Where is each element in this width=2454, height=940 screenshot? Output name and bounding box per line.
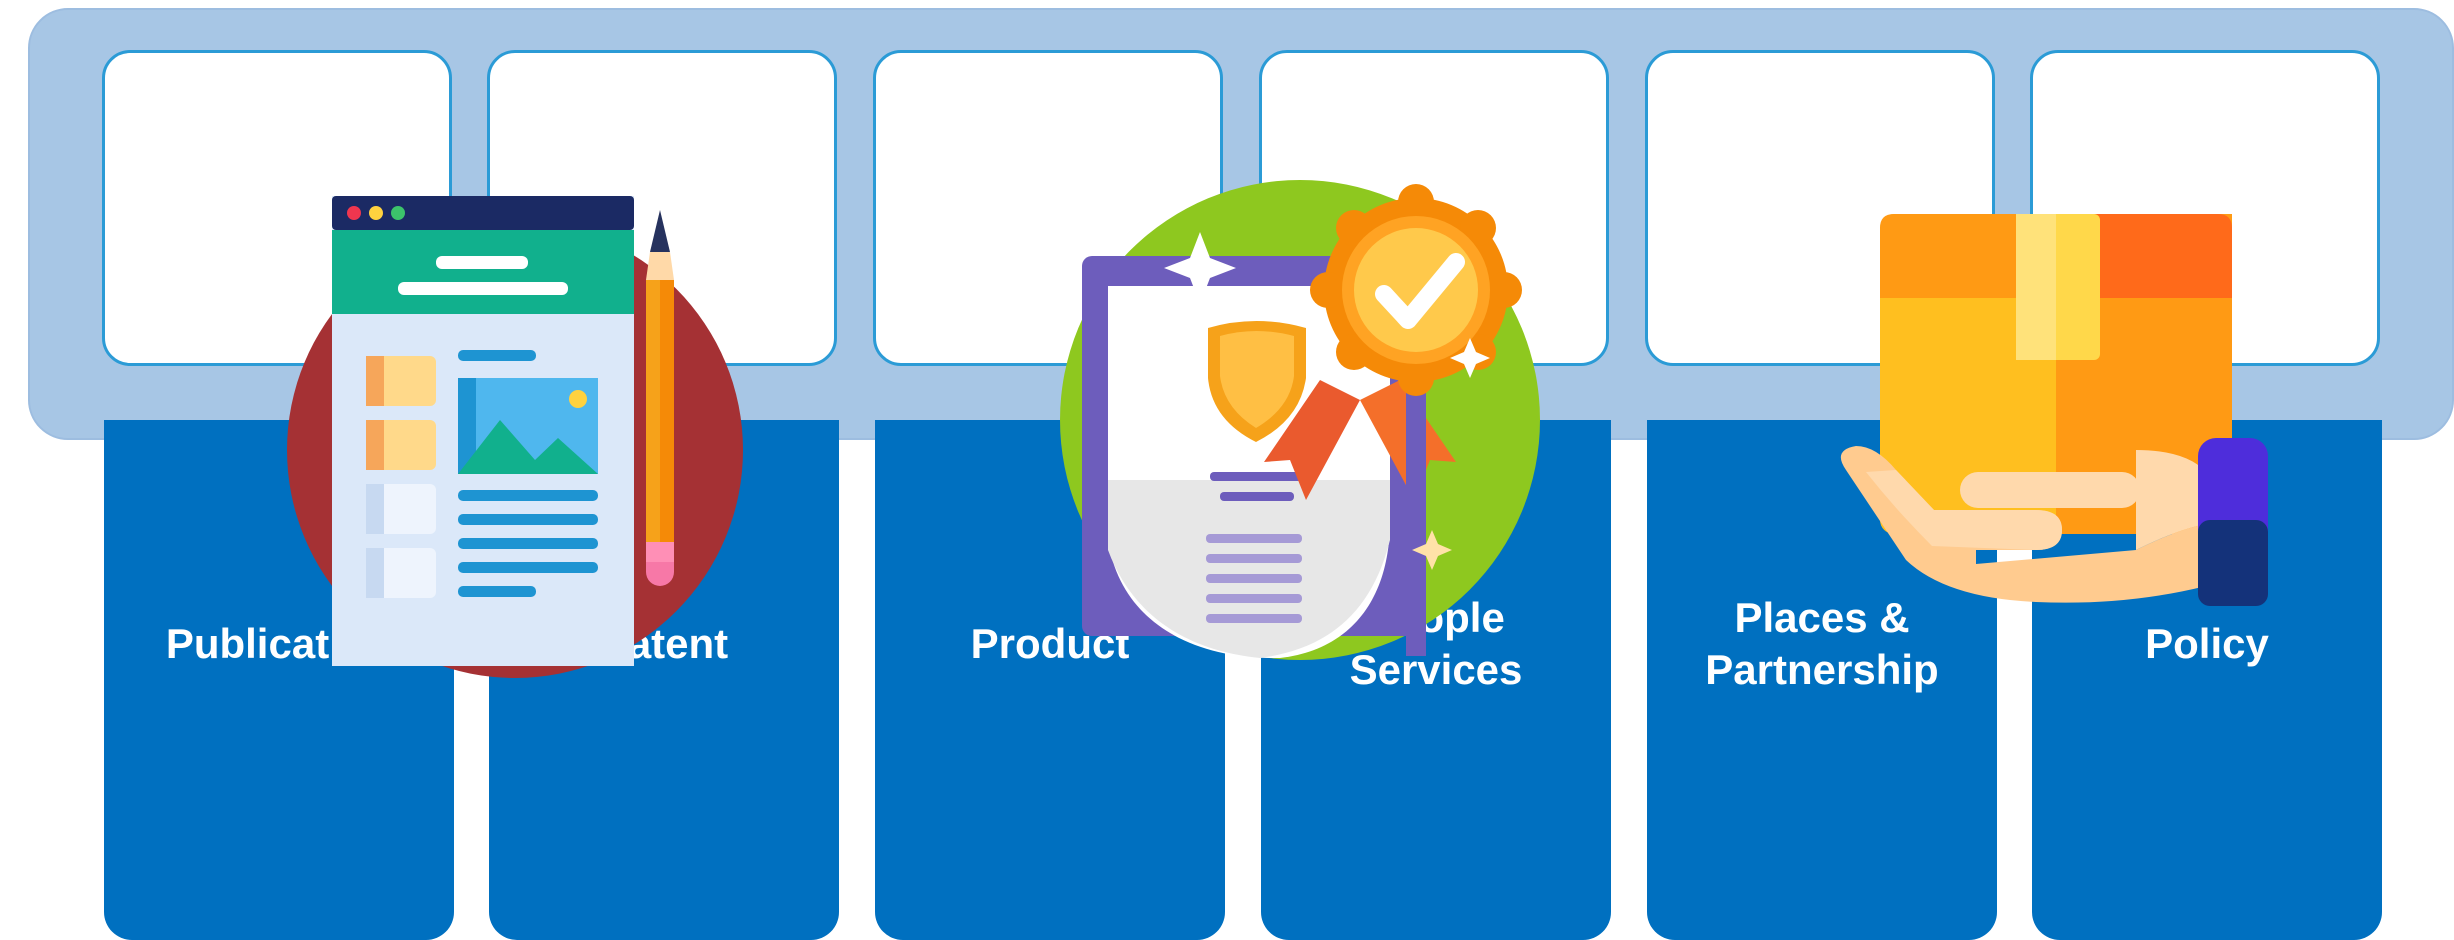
certificate-award-icon (1060, 180, 1540, 660)
document-pencil-icon (287, 196, 743, 678)
column-label-policy: Policy (2145, 620, 2269, 667)
hand-package-icon (1840, 214, 2268, 606)
column-label-places-partnership: Places & Partnership (1705, 594, 1939, 693)
